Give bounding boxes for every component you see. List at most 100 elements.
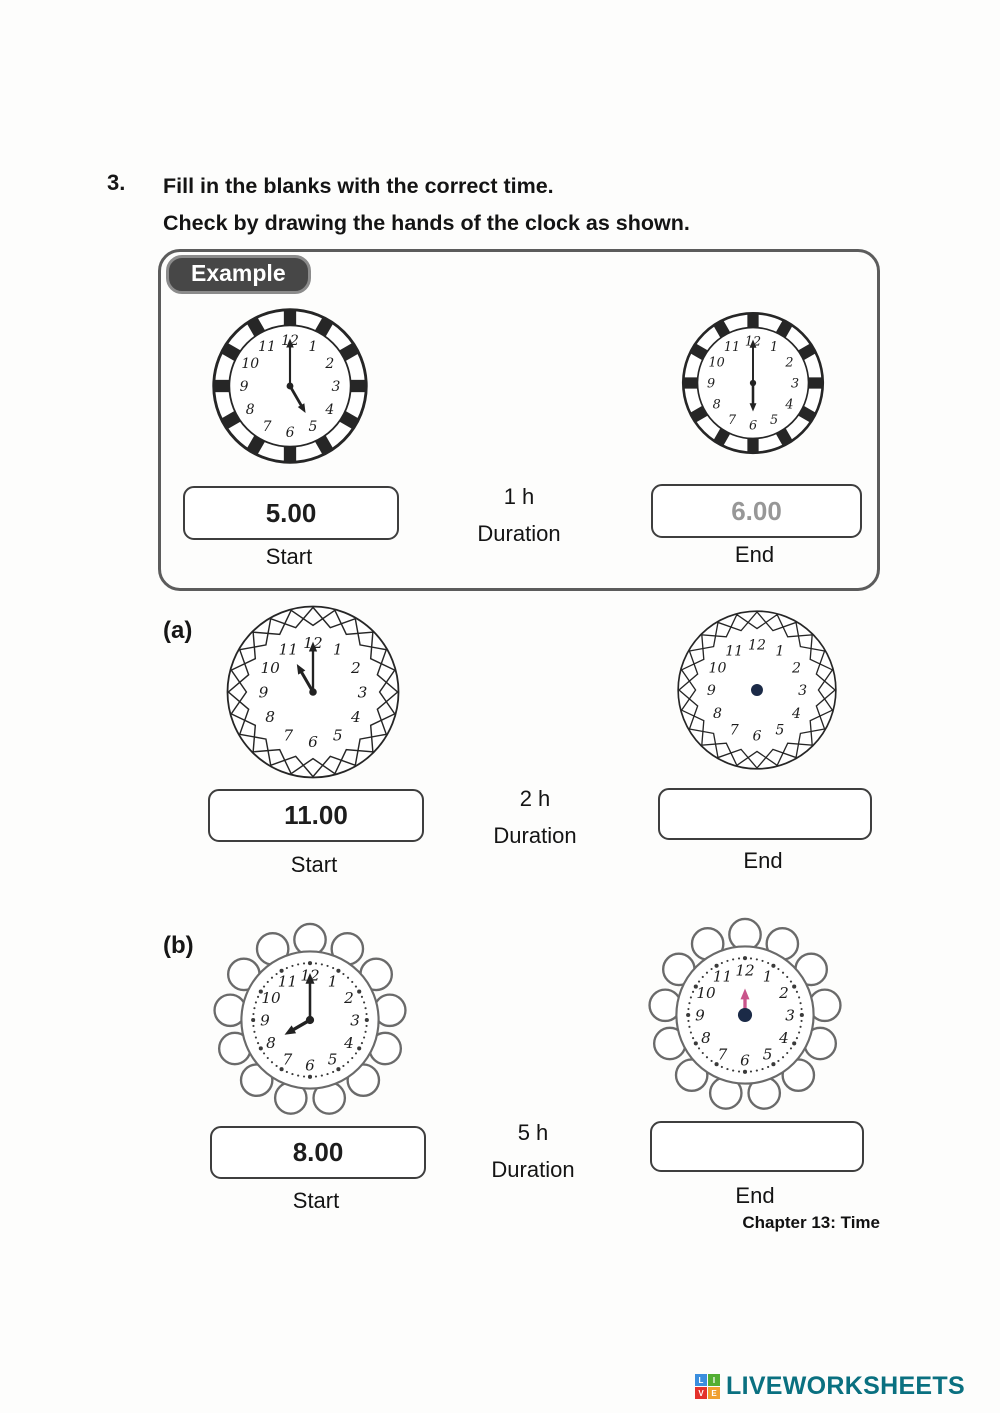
part-a-start-time-value: 11.00 [284,800,348,830]
example-end-time-value: 6.00 [731,495,782,526]
svg-text:7: 7 [718,1045,728,1063]
logo-cell: L [695,1374,707,1386]
svg-text:3: 3 [791,377,799,392]
instruction-line-1: Fill in the blanks with the correct time… [163,174,554,198]
example-duration: 1 h Duration [449,478,589,552]
svg-text:8: 8 [713,398,721,413]
svg-text:4: 4 [350,708,361,726]
part-b-start-label: Start [292,1188,340,1213]
svg-text:8: 8 [246,402,255,418]
svg-text:1: 1 [770,340,778,355]
question-number: 3. [107,170,126,195]
svg-text:4: 4 [343,1034,354,1052]
part-a-start-label: Start [290,852,338,877]
part-b-end-label: End [735,1183,775,1208]
svg-text:9: 9 [707,377,715,392]
svg-text:7: 7 [283,726,293,744]
svg-text:3: 3 [785,1006,795,1024]
duration-label: Duration [477,521,561,546]
svg-text:7: 7 [263,419,272,435]
svg-text:1: 1 [309,339,318,355]
part-a-start-time-box: 11.00 [208,789,424,842]
svg-text:11: 11 [258,339,276,355]
svg-text:10: 10 [241,356,259,372]
svg-text:1: 1 [763,967,773,985]
svg-text:5: 5 [328,1050,338,1068]
part-a-end-time-input[interactable] [658,788,872,840]
part-b-start-time-value: 8.00 [292,1137,344,1167]
svg-text:3: 3 [358,683,368,701]
duration-value: 2 h [519,786,551,811]
svg-text:10: 10 [709,356,725,371]
svg-text:1: 1 [328,972,338,990]
svg-text:4: 4 [791,706,801,722]
part-a-end-label: End [743,848,783,873]
duration-label: Duration [493,823,577,848]
svg-text:11: 11 [279,641,298,659]
part-a-duration: 2 h Duration [470,780,600,854]
svg-text:12: 12 [748,637,766,653]
example-start-label: Start [265,544,313,569]
svg-text:2: 2 [343,989,354,1007]
duration-value: 5 h [517,1120,549,1145]
svg-text:1: 1 [775,644,784,660]
svg-text:9: 9 [240,379,249,395]
svg-text:7: 7 [728,413,737,428]
chapter-footer: Chapter 13: Time [742,1213,880,1232]
part-b-start-time-box: 8.00 [210,1126,426,1179]
svg-text:3: 3 [798,683,807,699]
svg-text:6: 6 [740,1052,750,1070]
svg-text:6: 6 [753,729,762,745]
logo-cell: E [708,1387,720,1399]
svg-text:8: 8 [266,1034,276,1052]
svg-text:11: 11 [713,967,732,985]
svg-text:3: 3 [331,379,340,395]
svg-text:3: 3 [350,1011,360,1029]
part-a-label: (a) [163,617,193,644]
svg-text:9: 9 [260,1011,270,1029]
svg-text:11: 11 [278,972,297,990]
svg-text:9: 9 [695,1006,705,1024]
example-end-label: End [734,542,775,567]
svg-text:9: 9 [707,683,716,699]
instruction-line-2: Check by drawing the hands of the clock … [163,211,690,235]
svg-text:5: 5 [763,1045,773,1063]
svg-text:8: 8 [265,708,275,726]
brand-name: LIVEWORKSHEETS [726,1372,965,1400]
svg-text:11: 11 [724,340,740,355]
svg-text:4: 4 [778,1029,789,1047]
svg-text:10: 10 [709,660,727,676]
part-b-end-time-input[interactable] [650,1121,864,1172]
svg-text:10: 10 [260,659,280,677]
svg-text:4: 4 [784,398,793,413]
svg-text:4: 4 [324,402,334,418]
svg-text:11: 11 [725,644,743,660]
svg-text:7: 7 [730,723,739,739]
part-b-label: (b) [163,932,194,959]
duration-value: 1 h [503,484,535,509]
svg-text:2: 2 [350,659,361,677]
logo-cell: V [695,1387,707,1399]
part-b-duration: 5 h Duration [468,1114,598,1188]
example-tab: Example [166,255,311,294]
svg-text:8: 8 [713,706,722,722]
svg-text:2: 2 [324,356,334,372]
svg-text:5: 5 [333,726,343,744]
svg-text:12: 12 [735,961,754,979]
svg-text:2: 2 [784,356,793,371]
liveworksheets-logo-icon: L I V E [695,1374,720,1399]
logo-cell: I [708,1374,720,1386]
svg-text:7: 7 [283,1050,293,1068]
example-end-time-box: 6.00 [651,484,862,538]
svg-text:5: 5 [770,413,778,428]
svg-text:5: 5 [775,723,784,739]
liveworksheets-brand: L I V E LIVEWORKSHEETS [695,1372,965,1401]
svg-text:8: 8 [701,1029,711,1047]
svg-text:2: 2 [778,984,789,1002]
